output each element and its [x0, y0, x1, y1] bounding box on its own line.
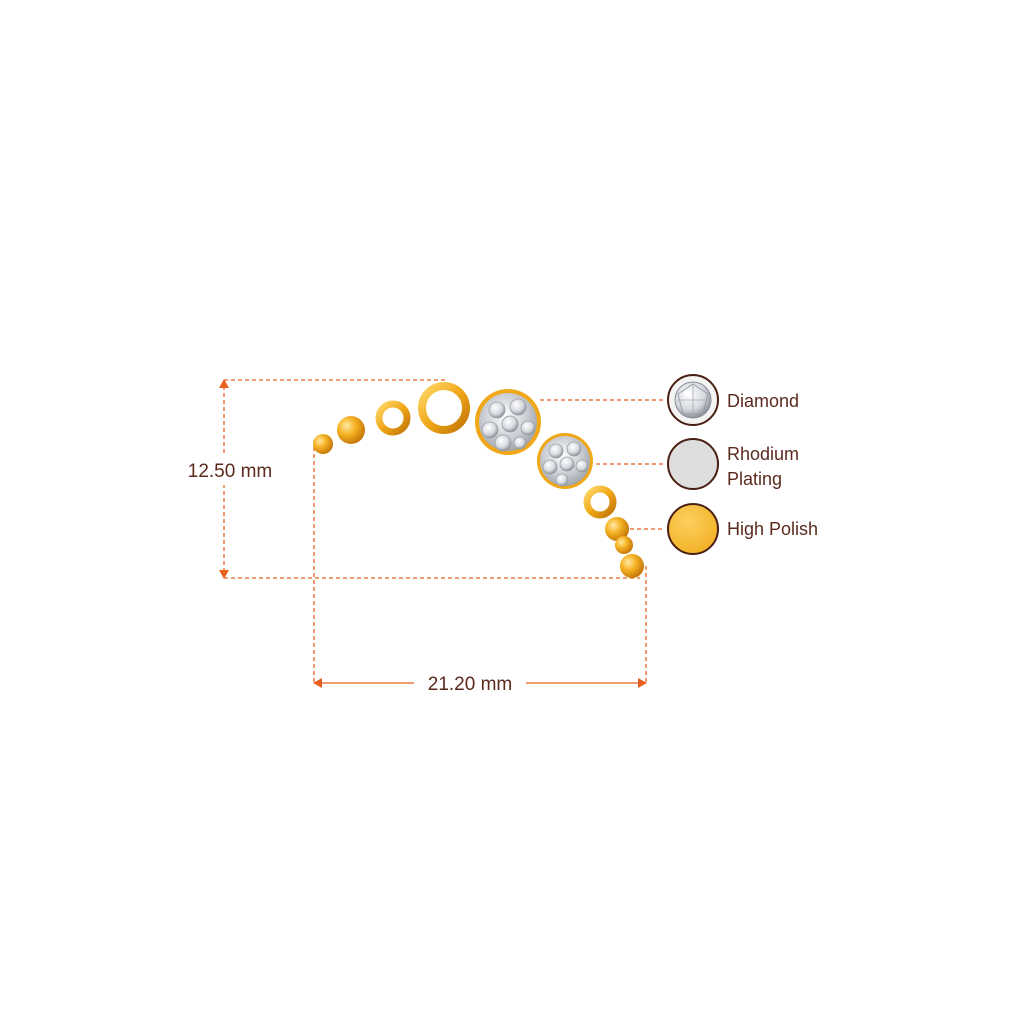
gold-ball-lower-2 — [615, 536, 633, 554]
gold-ball-end — [620, 554, 644, 578]
height-label-bg — [176, 455, 284, 485]
earring-illustration — [313, 382, 644, 578]
legend-label-rhodium-line1: Rhodium — [727, 444, 799, 464]
pave-cluster-small — [537, 433, 593, 489]
gold-ball-small — [313, 434, 333, 454]
width-arrow-right — [638, 678, 647, 688]
legend-label-high-polish: High Polish — [727, 519, 818, 539]
height-arrow-bottom — [219, 570, 229, 579]
width-dimension — [313, 440, 647, 688]
rhodium-swatch-icon — [667, 438, 719, 490]
width-arrow-left — [313, 678, 322, 688]
legend-label-diamond: Diamond — [727, 391, 799, 411]
gold-ball-lower — [605, 517, 629, 541]
high-polish-swatch-icon — [667, 503, 719, 555]
legend-item-high-polish: High Polish — [667, 503, 818, 555]
gold-ring-large — [418, 382, 470, 434]
gold-ball — [337, 416, 365, 444]
gold-ring-small — [375, 400, 411, 436]
legend-label-rhodium-line2: Plating — [727, 469, 782, 489]
legend-item-diamond: Diamond — [667, 374, 799, 426]
height-label: 12.50 mm — [188, 461, 272, 482]
pave-cluster-large — [475, 389, 541, 455]
width-label: 21.20 mm — [428, 674, 512, 695]
legend: Diamond Rhodium Plating High Polish — [667, 374, 818, 555]
gold-ring-lower — [583, 485, 617, 519]
height-arrow-top — [219, 379, 229, 388]
diamond-icon — [667, 374, 719, 426]
legend-item-rhodium: Rhodium Plating — [667, 438, 799, 490]
